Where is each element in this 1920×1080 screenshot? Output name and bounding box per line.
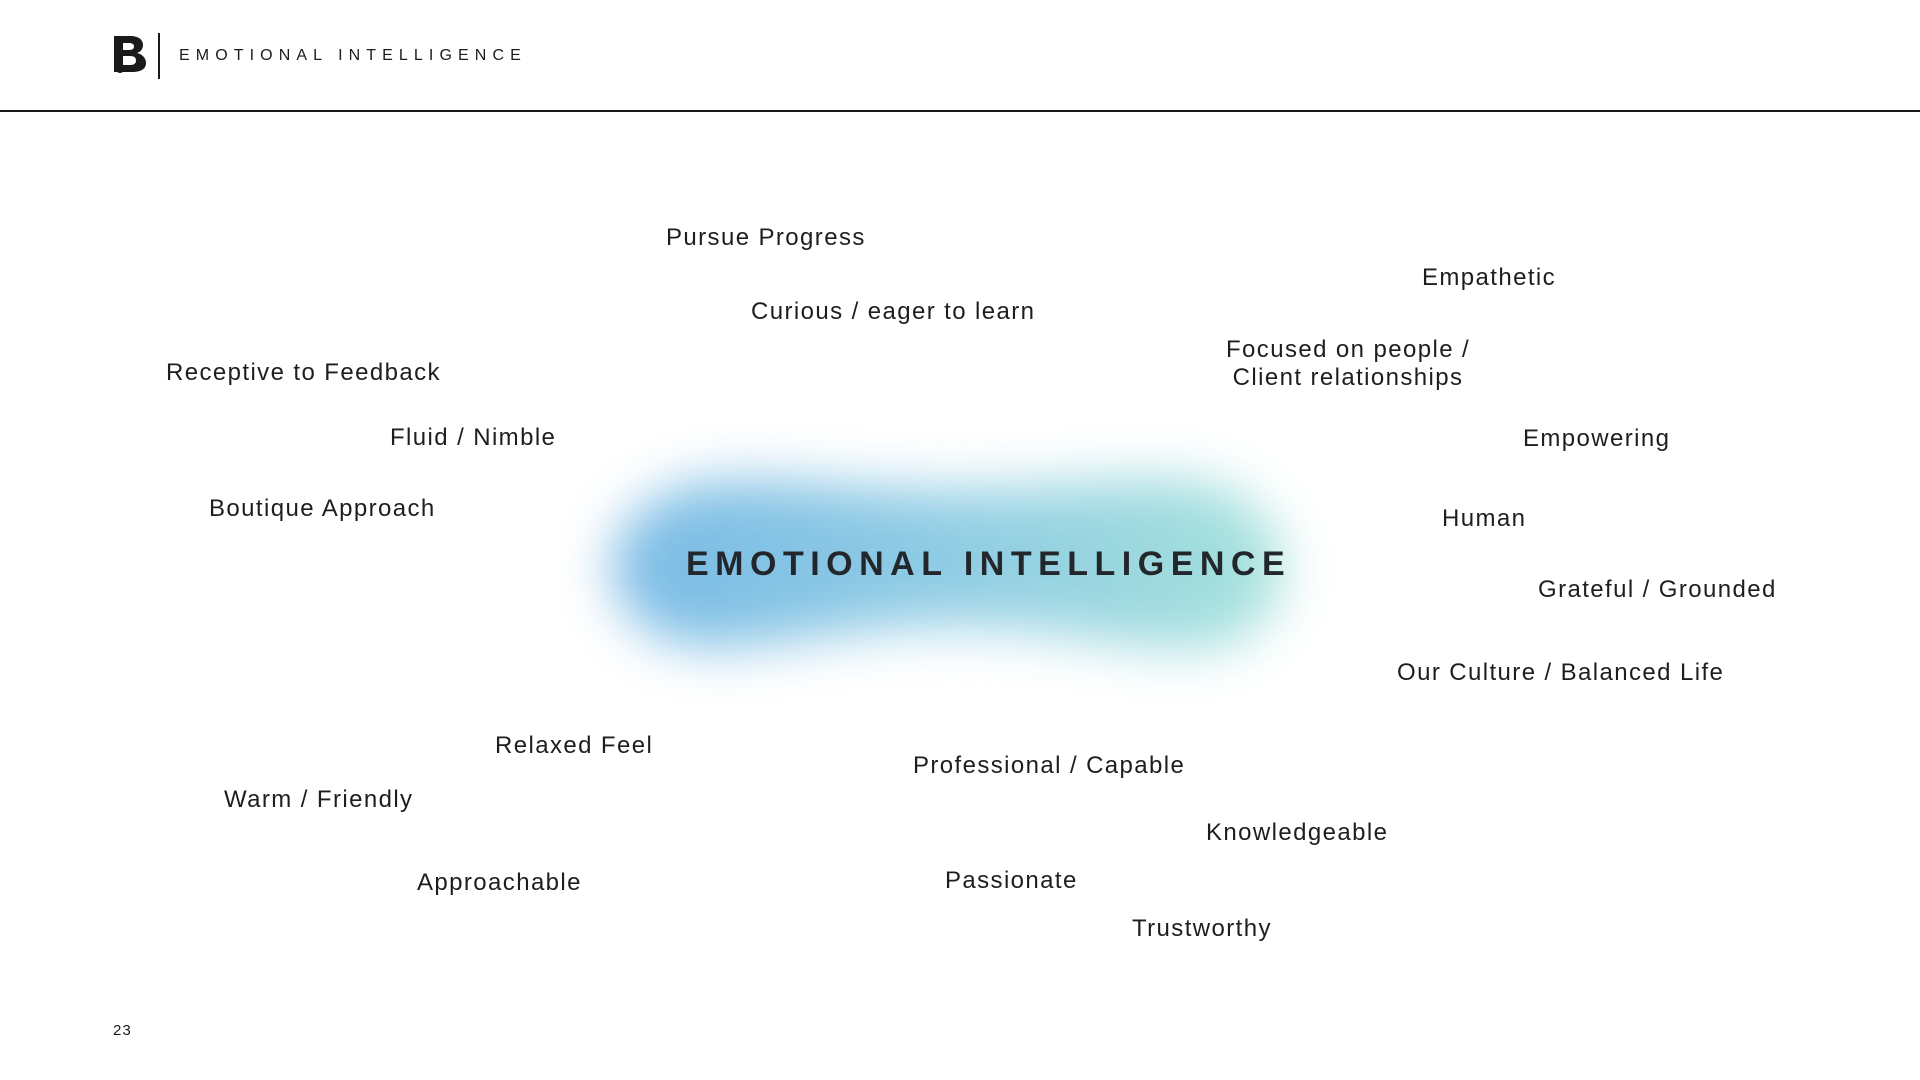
word-passionate: Passionate <box>945 867 1078 894</box>
word-receptive-to-feedback: Receptive to Feedback <box>166 359 441 386</box>
word-grateful-grounded: Grateful / Grounded <box>1538 576 1777 603</box>
word-curious: Curious / eager to learn <box>751 298 1036 325</box>
word-focused-on-people: Focused on people / Client relationships <box>1226 336 1471 391</box>
word-warm-friendly: Warm / Friendly <box>224 786 414 813</box>
header: EMOTIONAL INTELLIGENCE <box>0 0 1920 112</box>
word-our-culture: Our Culture / Balanced Life <box>1397 659 1725 686</box>
word-empathetic: Empathetic <box>1422 264 1557 291</box>
word-approachable: Approachable <box>417 869 582 896</box>
word-empowering: Empowering <box>1523 425 1671 452</box>
word-fluid-nimble: Fluid / Nimble <box>390 424 557 451</box>
center-label: EMOTIONAL INTELLIGENCE <box>686 545 1292 583</box>
header-divider <box>158 33 160 79</box>
word-human: Human <box>1442 505 1527 532</box>
word-relaxed-feel: Relaxed Feel <box>495 732 654 759</box>
word-professional-capable: Professional / Capable <box>913 752 1186 779</box>
header-title: EMOTIONAL INTELLIGENCE <box>179 47 527 64</box>
word-pursue-progress: Pursue Progress <box>666 224 866 251</box>
b-logo-icon <box>112 34 148 74</box>
word-trustworthy: Trustworthy <box>1132 915 1272 942</box>
page-number: 23 <box>113 1022 132 1039</box>
word-knowledgeable: Knowledgeable <box>1206 819 1389 846</box>
emotional-intelligence-blob <box>520 420 1380 710</box>
word-boutique-approach: Boutique Approach <box>209 495 436 522</box>
